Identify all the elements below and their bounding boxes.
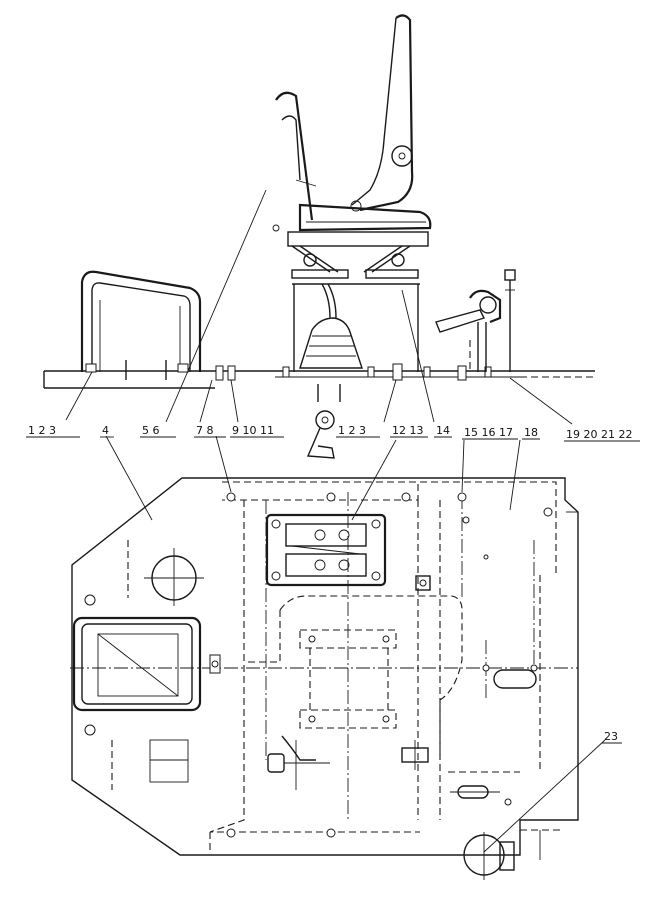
callout-4: 4 bbox=[102, 424, 109, 437]
callout-14: 14 bbox=[436, 424, 450, 437]
left-mount-box bbox=[72, 616, 221, 783]
control-valve-block bbox=[265, 513, 387, 587]
callout-18: 18 bbox=[524, 426, 538, 439]
callout-19-20-21-22: 19 20 21 22 bbox=[566, 428, 632, 441]
callout-labels: 1 2 3 4 5 6 7 8 9 10 11 1 2 3 12 13 14 1… bbox=[28, 424, 632, 743]
seat-rails bbox=[299, 629, 397, 729]
oblong-slot bbox=[493, 669, 537, 689]
callout-underlines bbox=[26, 436, 640, 744]
clamp-blocks bbox=[267, 575, 431, 790]
callout-1-2-3-center: 1 2 3 bbox=[338, 424, 366, 437]
floor-bolts bbox=[215, 363, 492, 381]
callout-12-13: 12 13 bbox=[392, 424, 424, 437]
callout-5-6: 5 6 bbox=[142, 424, 160, 437]
callout-1-2-3-left: 1 2 3 bbox=[28, 424, 56, 437]
leader-lines-elevation bbox=[65, 189, 573, 425]
control-lever bbox=[299, 283, 363, 459]
left-bracket-frame bbox=[80, 270, 202, 380]
callout-15-16-17: 15 16 17 bbox=[464, 426, 513, 439]
hidden-lines bbox=[111, 481, 557, 852]
upper-left-round-part bbox=[144, 548, 204, 606]
plan-view bbox=[70, 435, 606, 880]
seat-suspension bbox=[287, 231, 429, 372]
floor-plate-outline bbox=[71, 477, 579, 856]
pedal-valve-assembly bbox=[435, 269, 516, 372]
callout-7-8: 7 8 bbox=[196, 424, 214, 437]
leader-lines-plan bbox=[105, 435, 606, 853]
floor-plate bbox=[43, 370, 595, 389]
mounting-holes bbox=[84, 492, 553, 838]
side-elevation-view bbox=[43, 14, 595, 459]
operator-seat bbox=[272, 14, 432, 232]
callout-9-10-11: 9 10 11 bbox=[232, 424, 274, 437]
lower-right-fittings bbox=[450, 785, 560, 880]
center-lines bbox=[70, 492, 578, 820]
callout-23: 23 bbox=[604, 730, 618, 743]
